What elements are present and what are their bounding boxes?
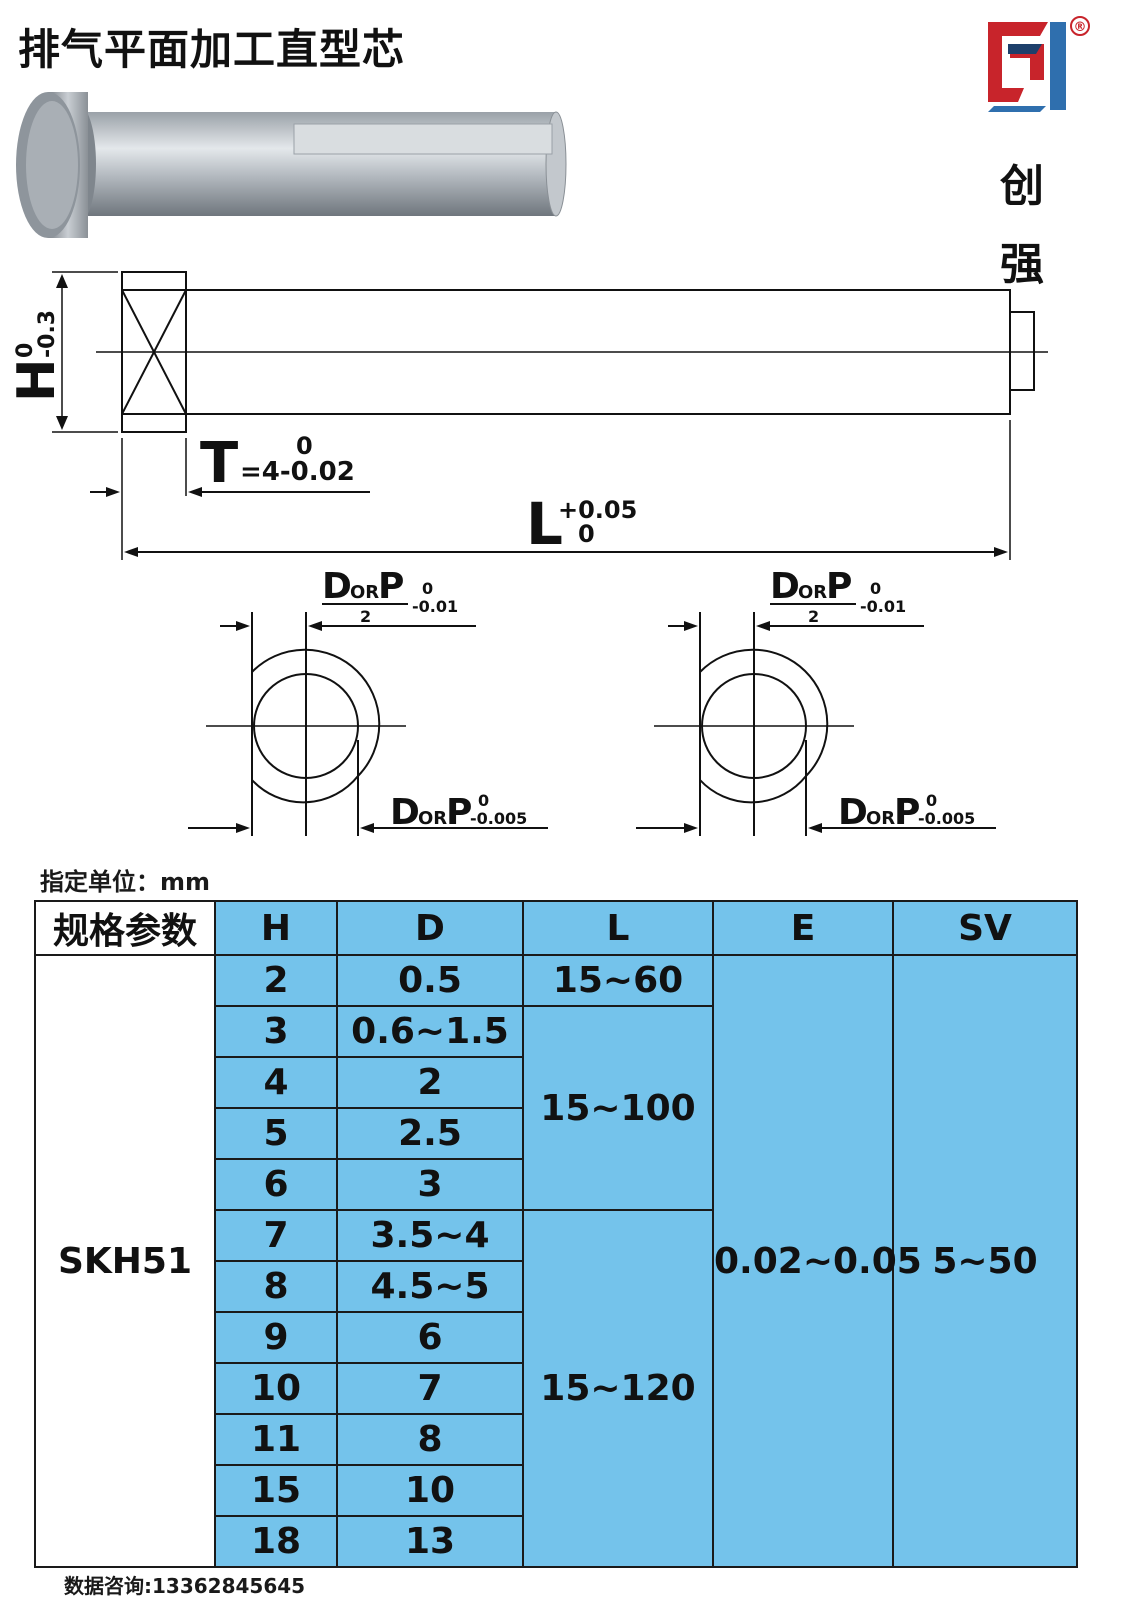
table-row: 11 8 (35, 1413, 1077, 1466)
l-tol-upper: +0.05 (558, 496, 637, 524)
h-cell: 3 (214, 1005, 338, 1058)
spec-table: 规格参数 H D L E SV SKH51 2 0.5 15~60 0.02~0… (34, 900, 1078, 1568)
t-tol-upper: 0 (296, 432, 313, 460)
l-tol-lower: 0 (578, 520, 595, 548)
l-cell: 15~120 (522, 1209, 714, 1568)
section-left-p2: P (446, 792, 472, 833)
l-cell: 15~100 (522, 1005, 714, 1211)
h-tol-upper: 0 (13, 343, 38, 358)
header-sv: SV (892, 900, 1078, 956)
section-left-or2: OR (418, 808, 447, 829)
brand-logo: ® (988, 16, 1090, 112)
table-row: 4 2 (35, 1056, 1077, 1109)
header-l: L (522, 900, 714, 956)
core-pin-photo (16, 92, 567, 238)
brand-char-1: 创 (1000, 161, 1044, 212)
table-row: 8 4.5~5 (35, 1260, 1077, 1313)
t-value: =4-0.02 (240, 457, 355, 487)
section-left-tol2-zero: 0 (478, 791, 489, 810)
h-cell: 7 (214, 1209, 338, 1262)
d-cell: 3 (336, 1158, 524, 1211)
h-cell: 8 (214, 1260, 338, 1313)
h-cell: 10 (214, 1362, 338, 1415)
section-right-d: D (770, 566, 800, 607)
section-right-or2: OR (866, 808, 895, 829)
section-right-tol: -0.01 (860, 597, 906, 616)
l-symbol: L (526, 490, 563, 558)
d-cell: 10 (336, 1464, 524, 1517)
section-left-tol2: -0.005 (470, 809, 527, 828)
table-row: SKH51 2 0.5 15~60 0.02~0.05 5~50 (34, 954, 1078, 1568)
section-left-p: P (378, 566, 404, 607)
section-left-half: 2 (360, 607, 371, 626)
d-cell: 8 (336, 1413, 524, 1466)
table-row: 6 3 (35, 1158, 1077, 1211)
section-right-tol2: -0.005 (918, 809, 975, 828)
section-left-or: OR (350, 582, 379, 603)
dimension-drawing: H 0 -0.3 T =4-0.02 0 L +0.05 0 (7, 271, 1048, 836)
table-row: 5 2.5 (35, 1107, 1077, 1160)
l-cell: 15~60 (522, 954, 714, 1007)
section-right-p2: P (894, 792, 920, 833)
h-cell: 15 (214, 1464, 338, 1517)
h-cell: 6 (214, 1158, 338, 1211)
section-right-p: P (826, 566, 852, 607)
h-cell: 4 (214, 1056, 338, 1109)
section-left-tol: -0.01 (412, 597, 458, 616)
sv-cell: 5~50 (892, 954, 1078, 1568)
h-symbol: H (7, 358, 67, 402)
d-cell: 4.5~5 (336, 1260, 524, 1313)
table-row: 18 13 (35, 1515, 1077, 1568)
material-cell: SKH51 (34, 954, 216, 1568)
table-row: 3 0.6~1.5 15~100 (35, 1005, 1077, 1211)
d-cell: 13 (336, 1515, 524, 1568)
table-header-row: 规格参数 H D L E SV (34, 900, 1078, 956)
registered-mark: ® (1074, 20, 1087, 35)
d-cell: 2.5 (336, 1107, 524, 1160)
table-row: 9 6 (35, 1311, 1077, 1364)
unit-note: 指定单位：mm (40, 868, 211, 896)
e-cell: 0.02~0.05 (712, 954, 922, 1568)
t-symbol: T (200, 431, 238, 496)
section-right-tol-zero: 0 (870, 579, 881, 598)
h-cell: 9 (214, 1311, 338, 1364)
section-view-right: D OR P 2 0 -0.01 D OR P 0 -0.005 (636, 566, 996, 836)
header-d: D (336, 900, 524, 956)
d-cell: 7 (336, 1362, 524, 1415)
section-left-tol-zero: 0 (422, 579, 433, 598)
table-row: 15 10 (35, 1464, 1077, 1517)
d-cell: 3.5~4 (336, 1209, 524, 1262)
h-cell: 11 (214, 1413, 338, 1466)
d-cell: 0.6~1.5 (336, 1005, 524, 1058)
table-row: 10 7 (35, 1362, 1077, 1415)
section-right-d2: D (838, 792, 868, 833)
section-view-left: D OR P 2 0 -0.01 D OR P 0 -0.005 (188, 566, 548, 836)
section-left-d: D (322, 566, 352, 607)
d-cell: 2 (336, 1056, 524, 1109)
h-cell: 5 (214, 1107, 338, 1160)
section-right-half: 2 (808, 607, 819, 626)
header-spec: 规格参数 (34, 900, 216, 956)
section-right-or: OR (798, 582, 827, 603)
d-cell: 0.5 (336, 954, 524, 1007)
table-row: 7 3.5~4 15~120 (35, 1209, 1077, 1568)
section-left-d2: D (390, 792, 420, 833)
header-e: E (712, 900, 894, 956)
d-cell: 6 (336, 1311, 524, 1364)
page-title: 排气平面加工直型芯 (18, 25, 406, 74)
h-cell: 18 (214, 1515, 338, 1568)
brand-char-2: 强 (1000, 239, 1044, 290)
h-tol-lower: -0.3 (35, 310, 60, 358)
h-cell: 2 (214, 954, 338, 1007)
header-h: H (214, 900, 338, 956)
contact-info: 数据咨询:13362845645 (64, 1574, 306, 1598)
section-right-tol2-zero: 0 (926, 791, 937, 810)
